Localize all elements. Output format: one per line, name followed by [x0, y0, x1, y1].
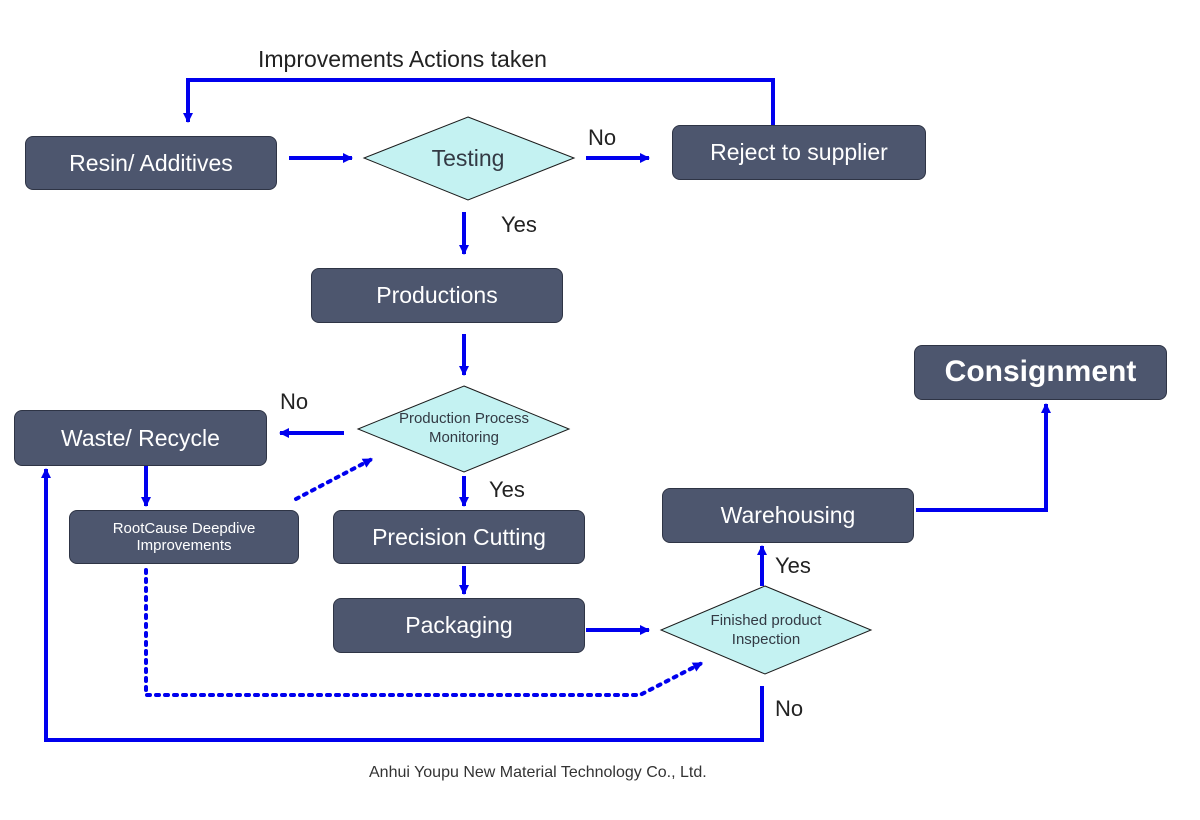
arrow-warehousing-to-consignment: [916, 403, 1051, 512]
label-ppm-no: No: [280, 389, 309, 414]
node-finished-product-inspection-label: Finished product Inspection: [676, 607, 856, 655]
node-testing-text: Testing: [431, 144, 505, 171]
node-rootcause-improvements: RootCause Deepdive Improvements: [69, 510, 299, 564]
node-fpi-text-line1: Finished product: [710, 612, 822, 630]
node-precision-cutting-label: Precision Cutting: [372, 523, 546, 550]
dotted-arrow-rootcause-to-fpi: [144, 568, 704, 697]
label-ppm-yes: Yes: [489, 477, 525, 502]
node-rootcause-label-line1: RootCause Deepdive: [112, 519, 256, 537]
node-reject-to-supplier-label: Reject to supplier: [710, 139, 888, 166]
label-fpi-yes: Yes: [775, 553, 811, 578]
node-production-process-monitoring-label: Production Process Monitoring: [374, 405, 554, 453]
arrow-improvements-loop: [183, 78, 775, 126]
arrow-fpi-no-to-waste: [41, 468, 764, 742]
node-ppm-text-line2: Monitoring: [428, 429, 500, 446]
node-precision-cutting: Precision Cutting: [333, 510, 585, 564]
dotted-arrow-rootcause-to-ppm: [294, 457, 374, 501]
testing-diamond: [362, 116, 576, 201]
node-waste-recycle: Waste/ Recycle: [14, 410, 267, 466]
node-rootcause-label-line2: Improvements: [136, 537, 232, 554]
node-consignment: Consignment: [914, 345, 1167, 400]
node-consignment-label: Consignment: [944, 355, 1137, 389]
node-productions: Productions: [311, 268, 563, 323]
node-reject-to-supplier: Reject to supplier: [672, 125, 926, 180]
node-productions-label: Productions: [376, 282, 498, 309]
node-waste-recycle-label: Waste/ Recycle: [61, 424, 220, 451]
node-packaging: Packaging: [333, 598, 585, 653]
node-fpi-text-line2: Inspection: [731, 631, 801, 648]
node-warehousing-label: Warehousing: [720, 502, 856, 529]
label-testing-no: No: [588, 125, 617, 150]
footer-company-name: Anhui Youpu New Material Technology Co.,…: [369, 764, 707, 781]
label-testing-yes: Yes: [501, 212, 537, 237]
node-warehousing: Warehousing: [662, 488, 914, 543]
node-packaging-label: Packaging: [405, 612, 513, 639]
node-testing-label: Testing: [380, 140, 556, 176]
label-improvements-actions-taken: Improvements Actions taken: [258, 46, 547, 72]
production-process-monitoring-diamond: [356, 385, 571, 473]
label-fpi-no: No: [775, 696, 804, 721]
finished-product-inspection-diamond: [659, 585, 873, 675]
node-ppm-text-line1: Production Process: [398, 410, 530, 428]
node-resin-additives-label: Resin/ Additives: [69, 149, 233, 176]
node-resin-additives: Resin/ Additives: [25, 136, 277, 190]
